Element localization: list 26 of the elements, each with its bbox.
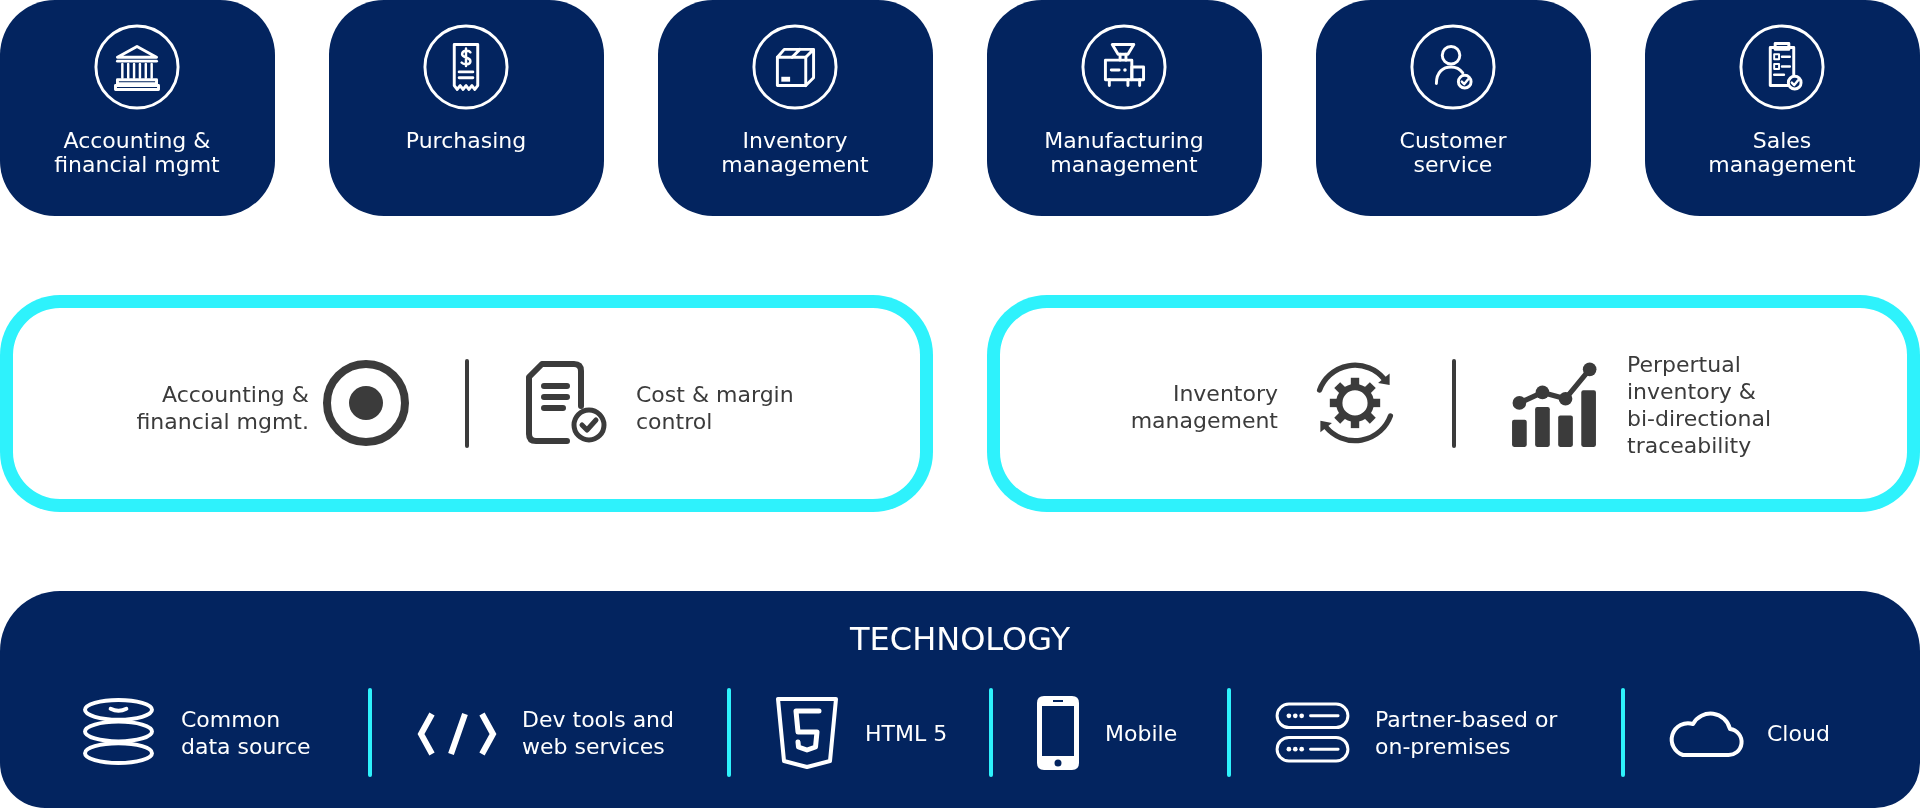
module-tile [1645, 0, 1920, 216]
module-tile [329, 0, 604, 216]
feature-label: Perpertual inventory & bi-directional traceability [1627, 351, 1773, 459]
module-tile [1316, 0, 1591, 216]
feature-label: Cost & margin control [636, 381, 795, 435]
module-label: Manufacturing management [1043, 129, 1205, 177]
feature-panel [0, 295, 933, 512]
technology-label: Partner-based or on-premises [1375, 706, 1559, 760]
module-tile [0, 0, 275, 216]
feature-label: Accounting & financial mgmt. [135, 381, 309, 435]
feature-label: Inventory management [1129, 380, 1278, 434]
module-label: Customer service [1399, 129, 1507, 177]
module-label: Sales management [1707, 129, 1857, 177]
feature-panel [987, 295, 1920, 512]
technology-label: Mobile [1105, 719, 1179, 747]
technology-band [0, 591, 1920, 808]
module-label: Purchasing [405, 129, 527, 153]
module-label: Accounting & financial mgmt [53, 129, 221, 177]
technology-label: Common data source [181, 706, 312, 760]
module-label: Inventory management [720, 129, 870, 177]
technology-label: Dev tools and web services [522, 706, 675, 760]
band-heading: TECHNOLOGY [849, 619, 1071, 659]
module-tile [987, 0, 1262, 216]
module-tile [658, 0, 933, 216]
technology-label: Cloud [1767, 719, 1831, 747]
technology-label: HTML 5 [865, 719, 949, 747]
